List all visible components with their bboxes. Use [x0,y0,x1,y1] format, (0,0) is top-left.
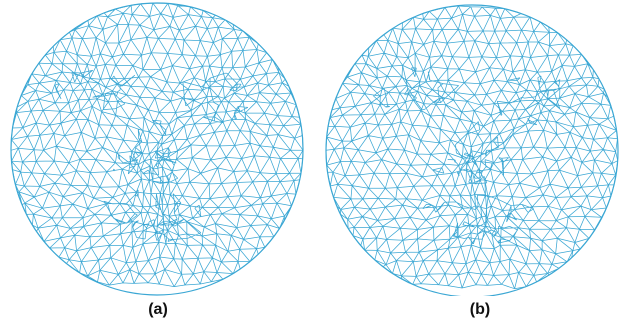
panel-a: (a) [0,0,314,324]
caption-b: (b) [450,300,510,320]
mesh-boundary [11,3,303,295]
mesh-edges [11,3,303,295]
face-mesh-a [0,0,314,296]
mesh-triangles [326,6,618,289]
mesh-triangles [11,3,303,287]
caption-a: (a) [128,300,188,320]
face-mesh-b [315,0,629,296]
mesh-edges [326,5,618,296]
panel-b: (b) [315,0,629,324]
